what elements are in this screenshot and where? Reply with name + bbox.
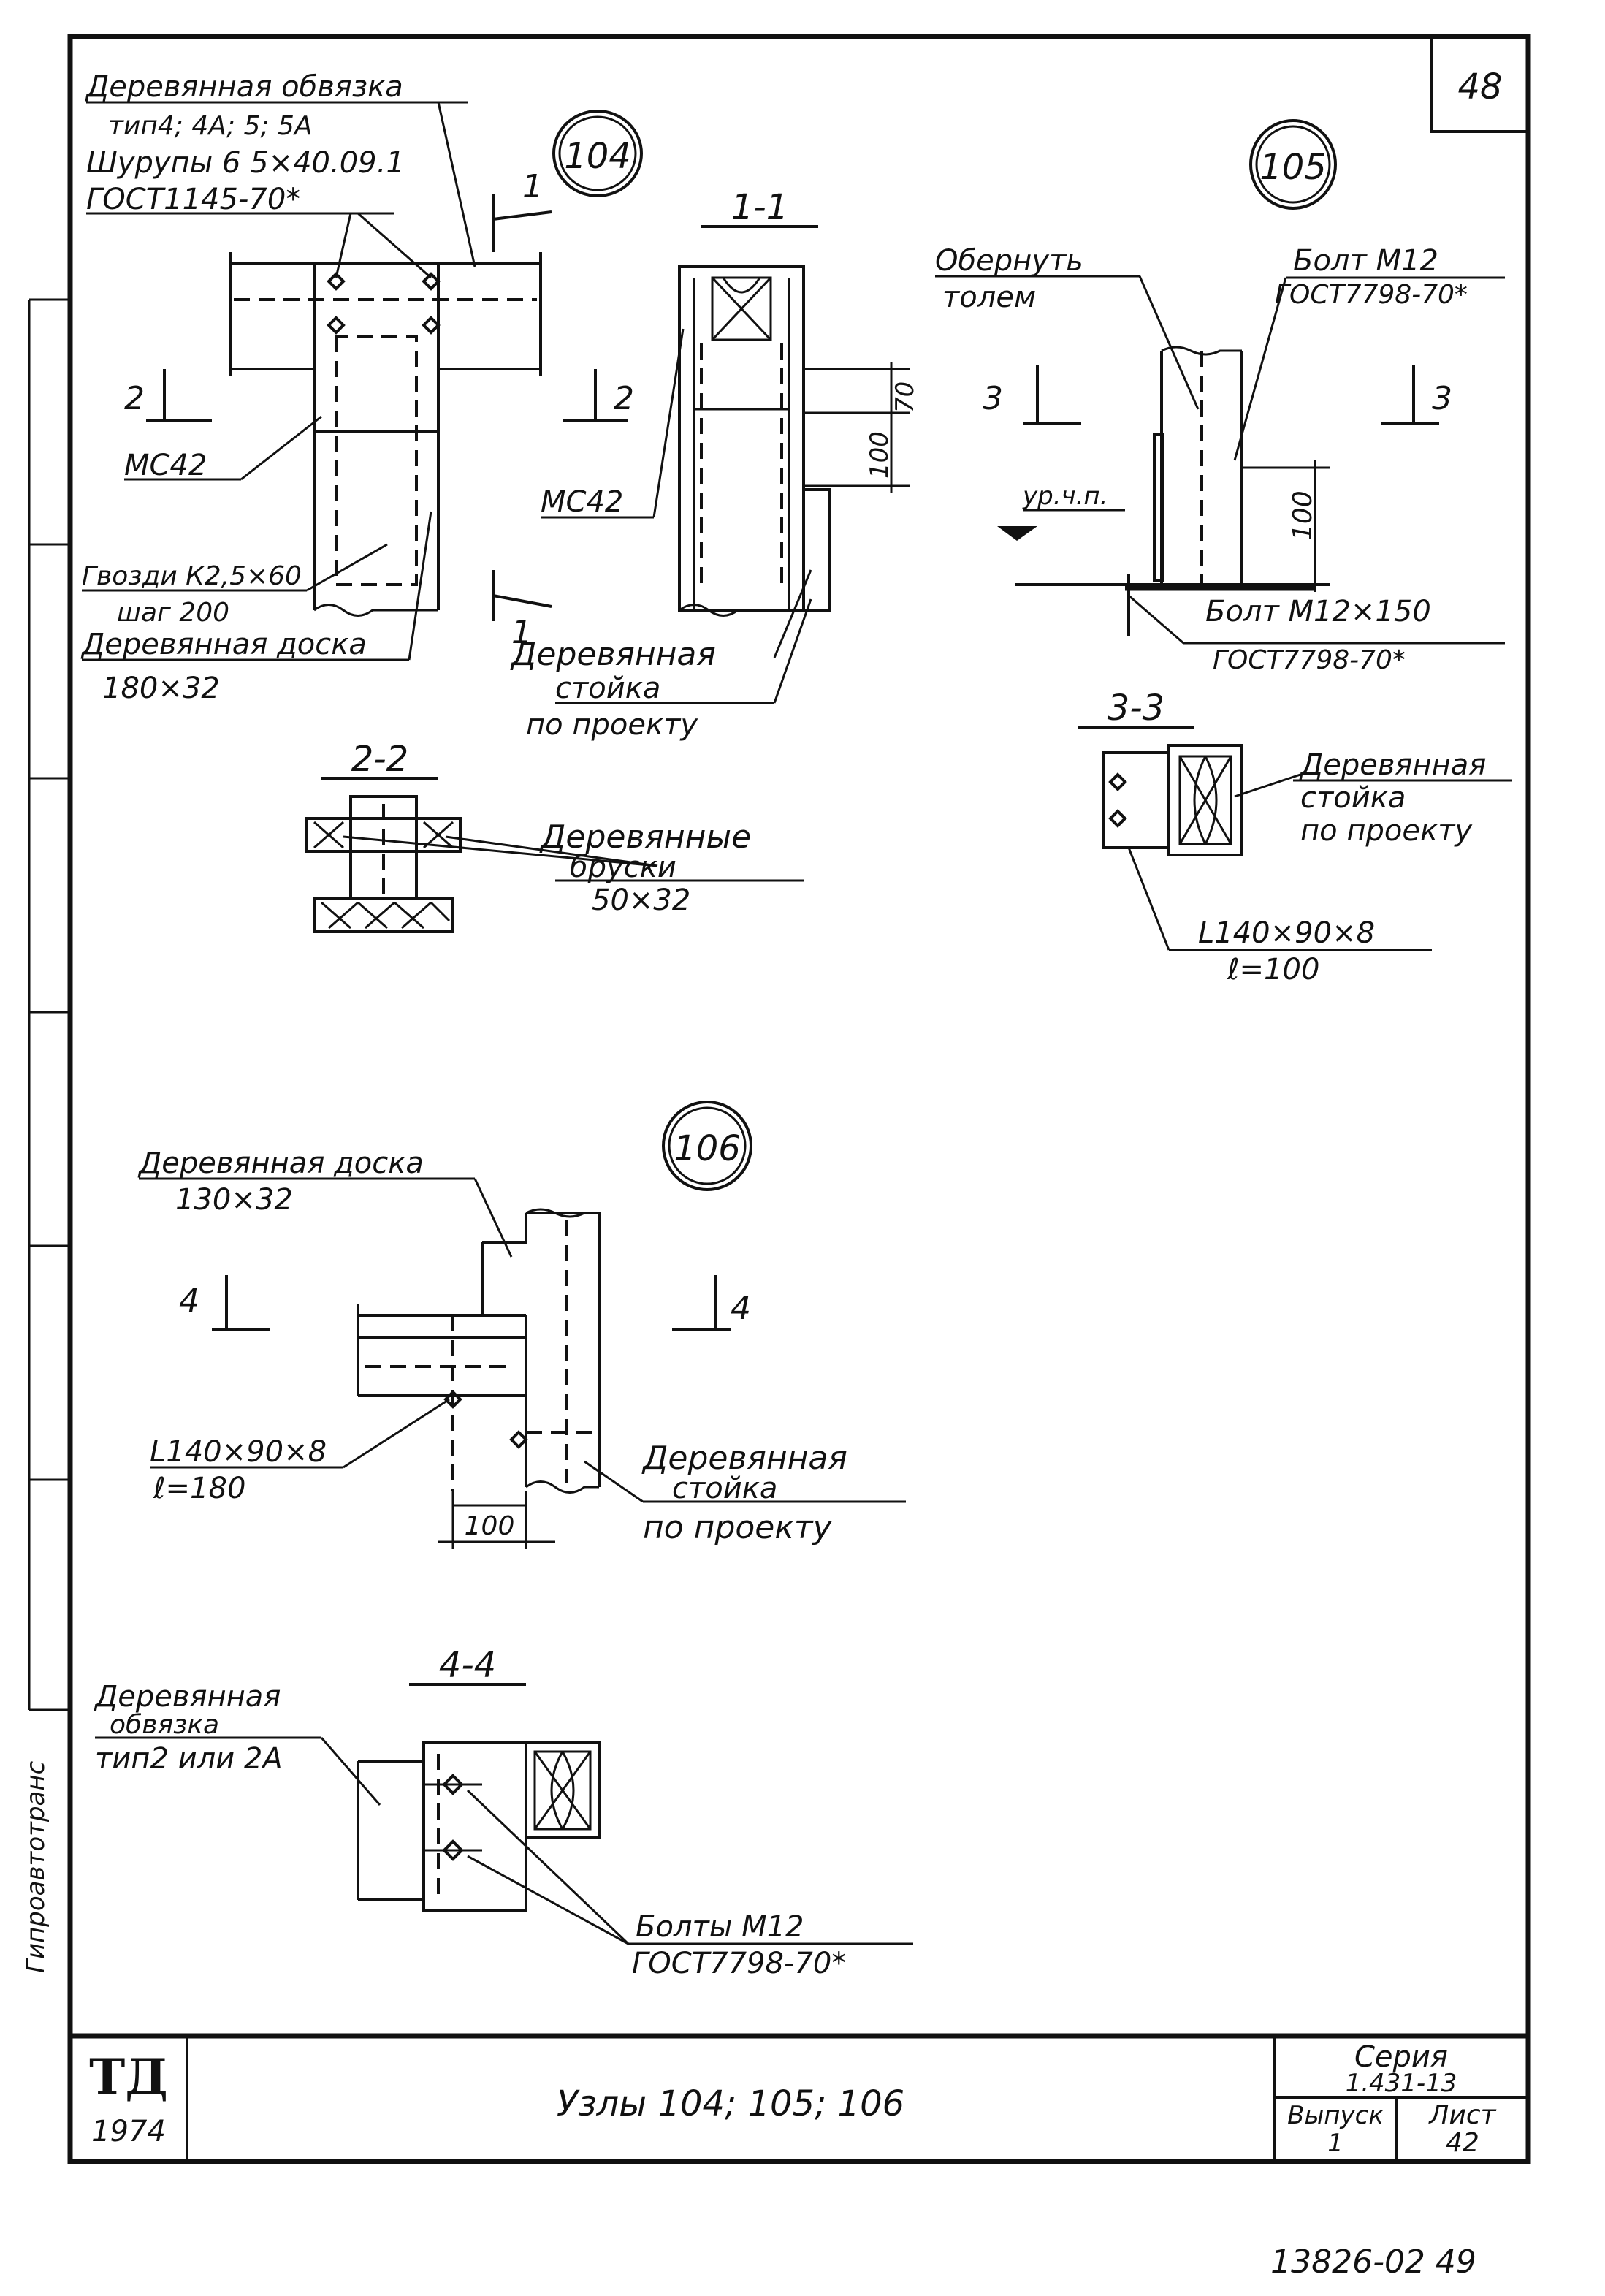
node-104-label-board-size: 180×32 [102,672,220,705]
node-105-circle [1249,119,1337,210]
title-block-series-label: Серия [1354,2040,1448,2074]
node-104-label-frame: Деревянная обвязка [85,70,403,104]
node-105-label-bolt: Болт М12 [1293,244,1438,278]
node-104-cut-1-top: 1 [522,168,543,205]
node-104-label-board: Деревянная доска [80,628,367,661]
bolt-1-icon [442,1774,464,1795]
title-block: ТД 1974 Узлы 104; 105; 106 Серия 1.431-1… [89,2040,1497,2158]
section-1-1: 1-1 70 100 МС42 Деревянная стойка по про… [510,187,920,742]
section-3-3-label-post-3: по проекту [1300,814,1473,848]
section-2-2-label-bars: Деревянные [539,818,751,856]
section-1-1-label-post-2: стойка [555,672,660,705]
node-106-label-board-size: 130×32 [175,1183,293,1217]
node-104: 104 Деревянная обвязка тип4; 4А; 5; 5А Ш… [80,70,643,705]
section-4-4: 4-4 Деревянная обвязка тип2 или 2А Болты… [94,1645,913,1980]
node-106-label-post: Деревянная [641,1440,847,1477]
node-104-label-nails: Гвозди К2,5×60 [82,561,302,591]
node-104-label-screws: Шурупы 6 5×40.09.1 [86,146,405,180]
node-104-label-gost: ГОСТ1145-70* [86,183,300,216]
section-2-2-label-bars-2: бруски [570,851,676,884]
section-1-1-label-mc42: МС42 [541,485,623,519]
section-4-4-label-bolts-gost: ГОСТ7798-70* [632,1947,846,1980]
node-106-label-post-2: стойка [672,1472,777,1505]
section-4-4-label-frame-type: тип2 или 2А [95,1742,283,1776]
section-1-1-dim-70: 70 [891,381,920,413]
page-number: 48 [1457,66,1502,107]
section-2-2-title: 2-2 [351,739,408,780]
title-block-logo: ТД [89,2048,168,2105]
section-3-3: 3-3 Деревянная стойка по проекту L140×90… [1078,688,1512,987]
section-3-3-label-angle: L140×90×8 [1198,916,1375,950]
node-104-circle [552,110,643,197]
node-105-label-bolt-gost: ГОСТ7798-70* [1275,280,1468,310]
level-mark-icon [997,526,1037,541]
section-4-4-label-frame-2: обвязка [110,1710,219,1740]
node-106-circle [662,1101,752,1191]
title-block-series-value: 1.431-13 [1346,2069,1457,2098]
title-block-title: Узлы 104; 105; 106 [557,2083,904,2124]
section-1-1-dim-100: 100 [865,431,894,479]
section-3-3-title: 3-3 [1108,688,1164,729]
node-104-label-nails-step: шаг 200 [117,598,229,628]
node-106-label-length: ℓ=180 [153,1472,245,1505]
title-block-issue-value: 1 [1327,2129,1343,2158]
side-stamp: Гипроавтотранс [21,1760,50,1973]
title-block-sheet-label: Лист [1427,2100,1496,2130]
node-104-cut-2-right: 2 [614,380,634,417]
screw-4-icon [422,316,441,335]
node-104-title: 104 [564,136,631,177]
section-2-2: 2-2 Деревянные бруски 50×32 [305,739,804,933]
node-104-label-mc42: МС42 [124,449,207,482]
node-104-cut-2-left: 2 [124,380,145,417]
node-106-title: 106 [674,1128,741,1169]
section-4-4-title: 4-4 [439,1645,496,1686]
node-105-label-wrap-2: толем [942,281,1036,314]
node-105-cut-3-right: 3 [1432,380,1452,417]
node-106-label-board: Деревянная доска [137,1147,424,1180]
footer-number: 13826-02 49 [1270,2243,1476,2281]
node-105-title: 105 [1259,147,1327,188]
section-1-1-title: 1-1 [731,187,788,228]
sheet-frame [28,34,1531,2164]
node-106-label-post-3: по проекту [643,1509,833,1546]
node-105-label-bolt-long: Болт М12×150 [1205,595,1431,628]
bolt-2-icon [442,1839,464,1861]
screw-2-icon [327,316,346,335]
node-105-label-wrap: Обернуть [935,244,1083,278]
node-105-level-label: ур.ч.п. [1022,482,1108,511]
node-105-cut-3-left: 3 [983,380,1003,417]
node-106-dim-100: 100 [465,1511,515,1541]
section-4-4-label-frame: Деревянная [94,1680,281,1714]
title-block-year: 1974 [91,2115,166,2148]
node-106-cut-4-right: 4 [731,1290,751,1327]
section-2-2-label-bars-size: 50×32 [592,883,690,917]
screw-3-icon [422,272,441,291]
screw-1-icon [327,272,346,291]
title-block-sheet-value: 42 [1446,2128,1479,2158]
title-block-issue-label: Выпуск [1287,2101,1384,2130]
node-105-dim-100: 100 [1288,490,1318,541]
section-3-3-label-post: Деревянная [1299,748,1486,782]
node-106-cut-4-left: 4 [179,1282,199,1320]
node-106: 106 Деревянная доска 130×32 100 4 [137,1101,906,1549]
node-105-label-bolt-long-gost: ГОСТ7798-70* [1213,645,1406,675]
node-104-label-type: тип4; 4А; 5; 5А [108,111,313,141]
node-106-label-angle: L140×90×8 [150,1435,327,1469]
node-104-cut-1-bottom: 1 [511,614,532,651]
section-3-3-label-length: ℓ=100 [1227,953,1319,987]
section-3-3-label-post-2: стойка [1300,781,1406,815]
section-4-4-label-bolts: Болты М12 [636,1910,804,1944]
section-1-1-label-post-3: по проекту [526,708,698,742]
node-105: 105 Обернуть толем Болт М12 ГОСТ7798-70*… [935,119,1505,675]
section-1-1-label-post: Деревянная [510,636,716,673]
